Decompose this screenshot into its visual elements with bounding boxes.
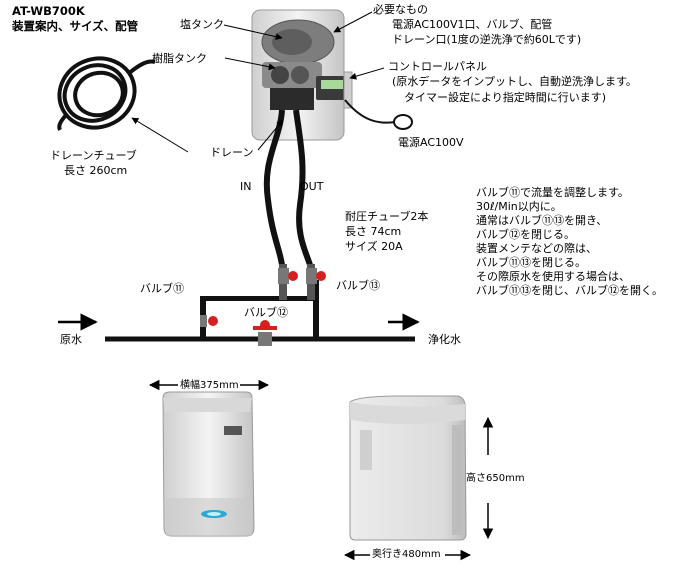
pressure-tube-size: サイズ 20A [345,240,403,253]
valve-11-label: バルブ⑪ [140,282,184,295]
softener-side-unit [349,395,467,541]
valve-12-label: バルブ⑫ [244,306,288,319]
instruction-line: 30ℓ/Min以内に。 [476,200,562,213]
instructions-block: バルブ⑪で流量を調整します。 30ℓ/Min以内に。 通常はバルブ⑪⑬を開き、 … [476,186,663,298]
in-label: IN [240,180,252,193]
control-panel-line1: (原水データをインプットし、自動逆洗浄します。 [392,75,637,88]
instruction-line: バルブ⑫を閉じる。 [476,228,575,241]
valve-13-icon [306,268,326,284]
leader-lines [131,11,385,153]
page-subtitle: 装置案内、サイズ、配管 [12,19,139,33]
requirements-line1: 電源AC100V1口、バルブ、配管 [392,18,553,31]
drain-tube-coil-icon [57,56,156,131]
softener-top-unit [251,9,353,141]
drain-label: ドレーン [210,146,254,159]
power-cable [344,99,396,124]
valve-12-icon [253,320,277,346]
out-hose [293,109,313,266]
valve-13-label: バルブ⑬ [336,279,380,292]
pressure-tube-name: 耐圧チューブ2本 [345,210,429,223]
model-title: AT-WB700K [12,4,85,18]
depth-dimension: 奥行き480mm [372,549,441,560]
instruction-line: 装置メンテなどの際は、 [476,242,597,255]
control-panel-line2: タイマー設定により指定時間に行います) [404,91,607,104]
drain-tube-name: ドレーンチューブ [50,149,137,162]
pressure-tube-length: 長さ 74cm [345,225,402,238]
power-plug-icon [393,114,413,130]
requirements-line2: ドレーン口(1度の逆洗浄で約60Lです) [392,33,582,46]
control-panel-title: コントロールパネル [388,60,487,73]
instruction-line: バルブ⑪で流量を調整します。 [476,186,629,199]
salt-tank-label: 塩タンク [180,18,224,31]
drain-tube-length: 長さ 260cm [64,164,128,177]
height-dimension: 高さ650mm [466,473,525,484]
instruction-line: その際原水を使用する場合は、 [476,270,630,283]
requirements-title: 必要なもの [373,3,428,16]
power-label: 電源AC100V [398,136,464,149]
resin-tank-label: 樹脂タンク [152,52,207,65]
valve-11-icon [278,268,298,284]
valve-left-icon [200,315,218,327]
instruction-line: 通常はバルブ⑪⑬を開き、 [476,214,608,227]
width-dimension: 横幅375mm [180,380,239,391]
purified-water-label: 浄化水 [428,333,461,346]
softener-front-unit [162,391,255,537]
out-label: OUT [300,180,324,193]
instruction-line: バルブ⑪⑬を閉じる。 [476,256,586,269]
in-hose [263,109,285,266]
instruction-line: バルブ⑪⑬を閉じ、バルブ⑫を開く。 [476,284,663,297]
raw-water-label: 原水 [60,333,82,346]
